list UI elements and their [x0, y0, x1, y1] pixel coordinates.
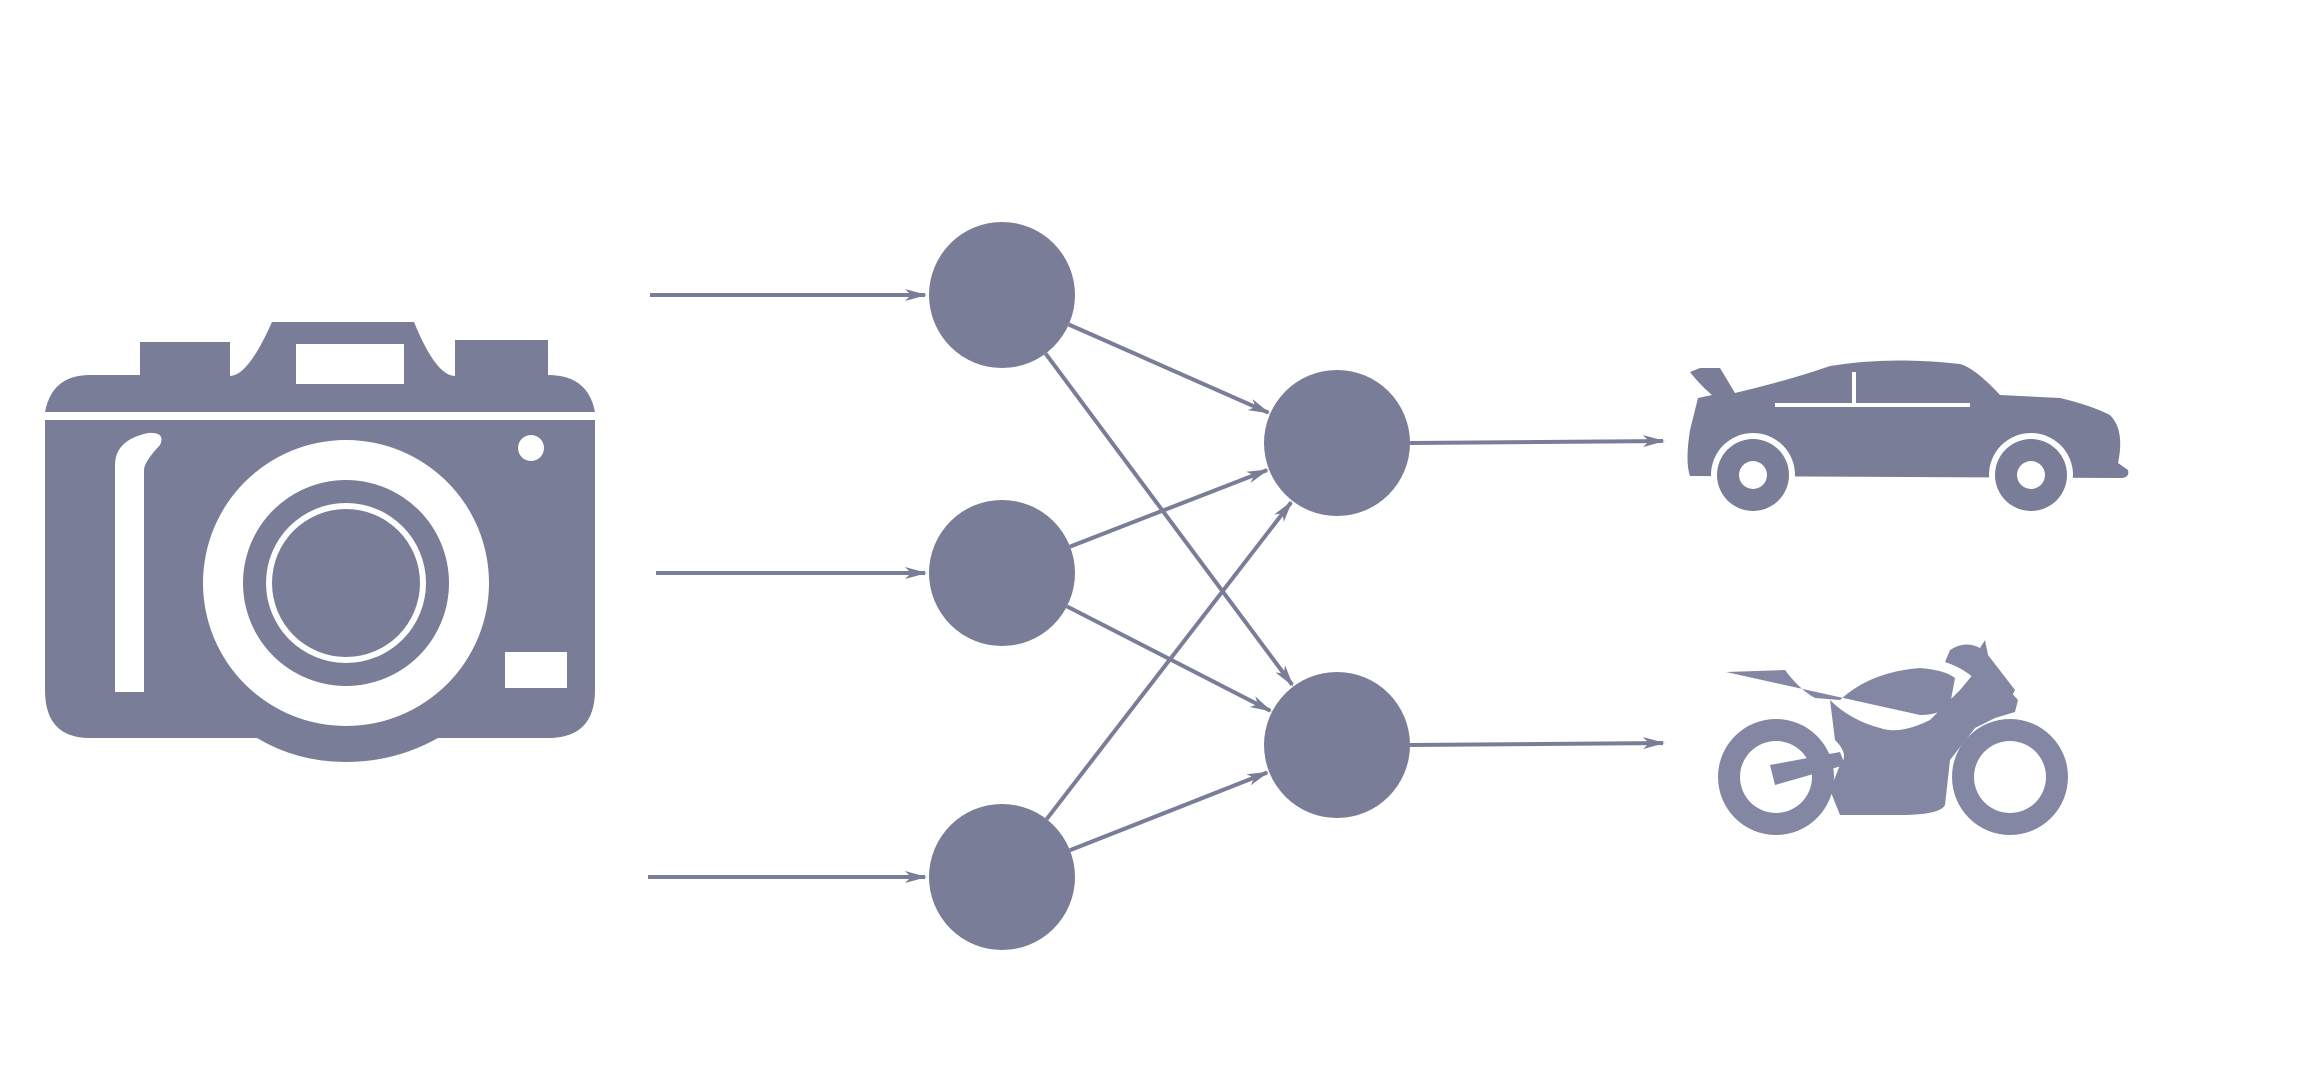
input-node-1 [929, 222, 1075, 368]
camera-icon [45, 322, 595, 762]
output-arrows [1409, 435, 1665, 750]
car-icon [1687, 360, 2129, 517]
output-arrow-2 [1409, 737, 1665, 750]
output-node-2 [1264, 672, 1410, 818]
input-node-2 [929, 500, 1075, 646]
output-node-1 [1264, 370, 1410, 516]
network-nodes [929, 222, 1410, 950]
connection-1-1 [1067, 322, 1271, 415]
motorcycle-icon [1718, 640, 2068, 835]
connection-3-2 [1069, 770, 1270, 853]
network-connections [1043, 322, 1294, 853]
input-node-3 [929, 804, 1075, 950]
input-arrows [648, 289, 927, 883]
connection-1-2 [1043, 352, 1294, 687]
output-arrow-1 [1409, 435, 1665, 448]
connection-3-1 [1045, 500, 1293, 821]
connection-2-1 [1069, 468, 1269, 549]
